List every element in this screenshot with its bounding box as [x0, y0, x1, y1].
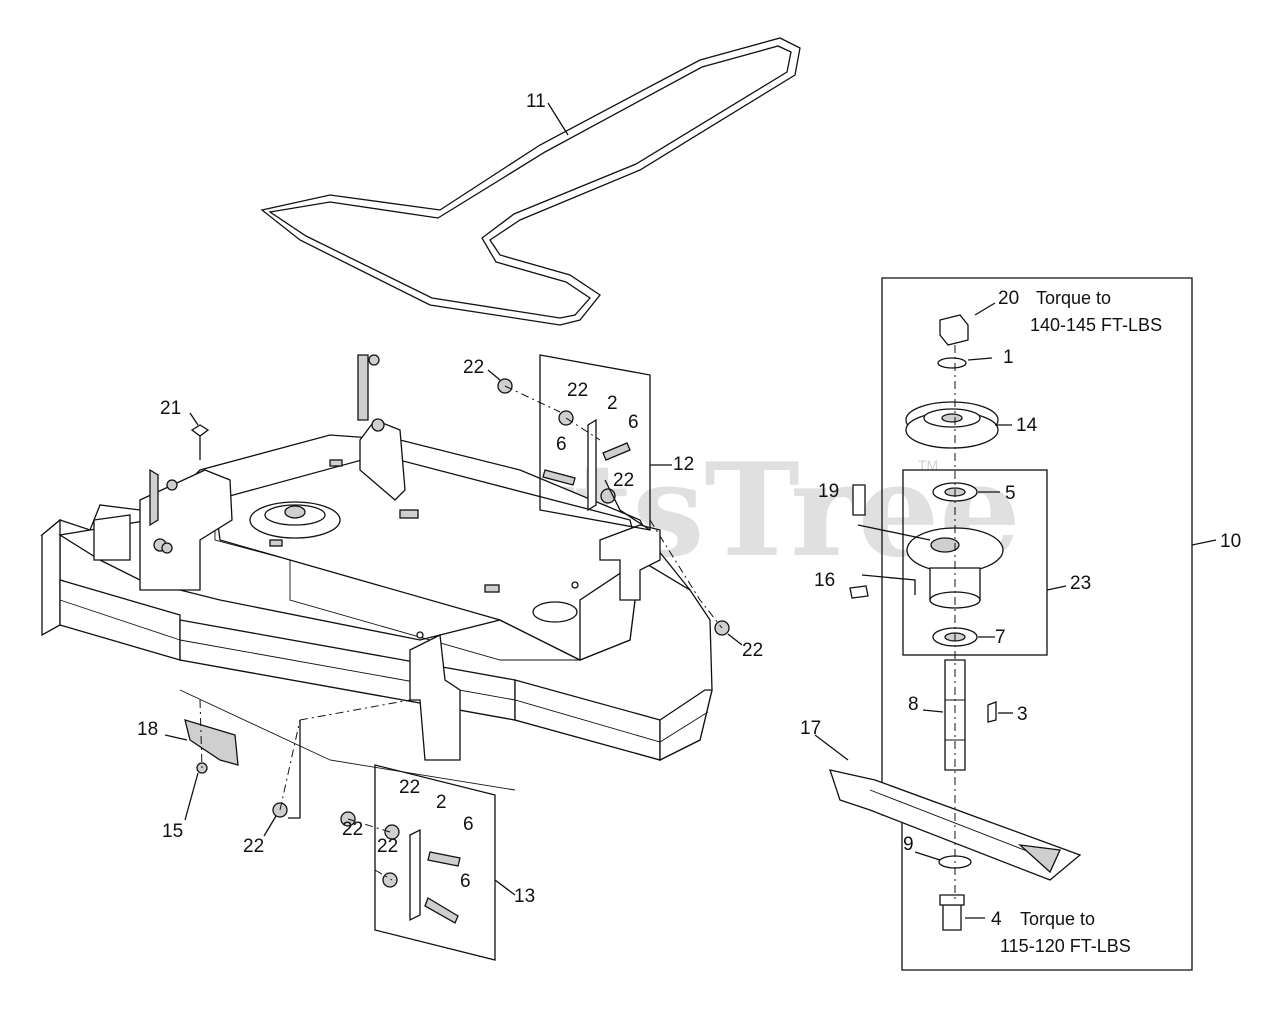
- small-parts-left: [184, 424, 730, 818]
- torque-note-bottom-line1: Torque to: [1020, 909, 1095, 929]
- callout-20: 20: [998, 288, 1019, 309]
- callout-4: 4: [991, 909, 1002, 930]
- callout-23: 23: [1070, 573, 1091, 594]
- belt[interactable]: [260, 37, 801, 326]
- callout-2-group13: 2: [436, 792, 447, 813]
- callout-19: 19: [818, 481, 839, 502]
- torque-note-bottom-line2: 115-120 FT-LBS: [1000, 936, 1131, 956]
- callout-17: 17: [800, 718, 821, 739]
- callout-13: 13: [514, 886, 535, 907]
- callout-5: 5: [1005, 483, 1016, 504]
- callout-7: 7: [995, 627, 1006, 648]
- callout-22-group13-top: 22: [399, 777, 420, 798]
- callout-21: 21: [160, 398, 181, 419]
- spindle-assembly[interactable]: [829, 277, 1193, 971]
- deck-chains: [149, 354, 385, 554]
- callout-3: 3: [1017, 704, 1028, 725]
- assembly-lines: [199, 385, 723, 881]
- callout-6-group12-right: 6: [628, 412, 639, 433]
- callout-6-group13-bottom: 6: [460, 871, 471, 892]
- callout-6-group12-left: 6: [556, 434, 567, 455]
- callout-9: 9: [903, 834, 914, 855]
- callout-1: 1: [1003, 347, 1014, 368]
- callouts: 11 21 22 22 2 6 6 22 12 22 18 15 22 22 2…: [137, 91, 1241, 956]
- callout-15: 15: [162, 821, 183, 842]
- hanger-kit-13[interactable]: [340, 764, 496, 961]
- callout-6-group13-top: 6: [463, 814, 474, 835]
- torque-note-top-line2: 140-145 FT-LBS: [1030, 315, 1162, 335]
- mower-deck[interactable]: [40, 419, 713, 791]
- callout-22-group12-top: 22: [567, 380, 588, 401]
- callout-22-group13-left: 22: [342, 819, 363, 840]
- callout-22-group12-bottom: 22: [613, 470, 634, 491]
- callout-8: 8: [908, 694, 919, 715]
- callout-12: 12: [673, 454, 694, 475]
- callout-22-deck-bottom: 22: [243, 836, 264, 857]
- watermark-tm: TM: [918, 457, 938, 473]
- callout-22-top-left: 22: [463, 357, 484, 378]
- callout-10: 10: [1220, 531, 1241, 552]
- callout-22-group13-bottom: 22: [377, 836, 398, 857]
- callout-11: 11: [526, 91, 546, 112]
- callout-2-group12: 2: [607, 393, 618, 414]
- callout-22-deck-right: 22: [742, 640, 763, 661]
- torque-note-top-line1: Torque to: [1036, 288, 1111, 308]
- callout-18: 18: [137, 719, 158, 740]
- callout-16: 16: [814, 570, 835, 591]
- callout-14: 14: [1016, 415, 1038, 436]
